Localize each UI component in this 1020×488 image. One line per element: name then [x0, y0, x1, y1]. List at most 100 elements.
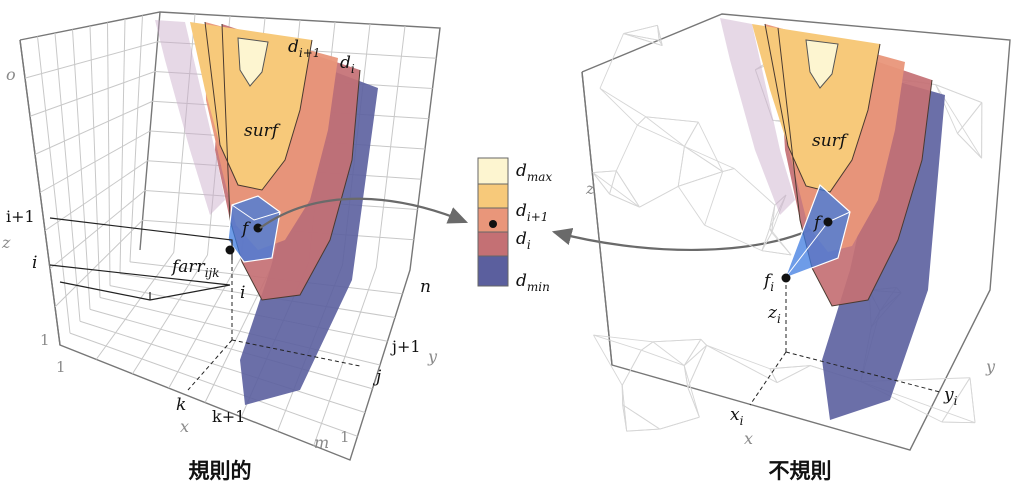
label-one-bottom: 1 — [340, 428, 350, 446]
mesh-edge — [652, 338, 701, 343]
mesh-edge — [677, 186, 705, 226]
label-n: n — [420, 277, 431, 297]
label-z-left: z — [1, 233, 11, 252]
grid-line — [119, 273, 396, 318]
left-level-surfaces — [155, 20, 378, 405]
label-yi: yi — [943, 385, 958, 408]
grid-line — [109, 285, 388, 342]
mesh-edge — [969, 377, 976, 423]
mesh-edge — [687, 387, 700, 418]
mesh-edge — [645, 116, 685, 147]
left-point-f — [253, 223, 263, 233]
label-x-right: x — [744, 429, 753, 448]
mesh-edge — [706, 344, 778, 384]
label-surf-right: surf — [812, 131, 849, 151]
mesh-edge — [704, 171, 724, 226]
mesh-edge — [593, 334, 623, 386]
label-fi: fi — [762, 271, 774, 294]
mesh-edge — [957, 102, 983, 134]
mesh-edge — [700, 339, 707, 346]
mesh-edge — [683, 339, 702, 366]
grid-line — [375, 25, 406, 268]
mesh-edge — [609, 193, 640, 208]
mesh-edge — [657, 25, 663, 46]
right-point-fi — [781, 273, 791, 283]
right-surface-surf — [752, 24, 880, 192]
mesh-edge — [599, 87, 647, 118]
mesh-edge — [687, 345, 708, 388]
grid-line — [119, 18, 126, 274]
mesh-edge — [941, 377, 971, 423]
legend-dot — [489, 220, 497, 228]
label-f-left: f — [240, 219, 251, 239]
label-i-small: i — [240, 283, 245, 303]
arrow-left-to-legend — [259, 197, 469, 229]
right-panel: surf z f fi zi xi x yi y 不規則 — [581, 13, 1011, 483]
right-projection-lines — [749, 278, 941, 406]
label-m: m — [314, 433, 329, 452]
mesh-edge — [684, 121, 699, 147]
mesh-edge — [771, 194, 787, 233]
legend-swatch-dmin — [477, 255, 509, 287]
caption-right: 不規則 — [769, 459, 832, 483]
mesh-edge — [678, 171, 723, 187]
mesh-edge — [771, 205, 776, 233]
legend-label-di1: di+1 — [516, 201, 548, 224]
mesh-edge — [592, 170, 617, 173]
grid-line — [49, 190, 146, 270]
grid-line — [129, 15, 143, 262]
label-o: o — [6, 65, 16, 84]
label-k1: k+1 — [212, 407, 245, 426]
mesh-edge — [639, 185, 679, 208]
mesh-edge — [592, 172, 640, 208]
mesh-edge — [733, 168, 776, 206]
right-contour-lines — [764, 23, 933, 307]
mesh-edge — [593, 334, 654, 343]
label-farr: farrijk — [170, 257, 220, 280]
mesh-edge — [761, 250, 792, 256]
mesh-edge — [761, 228, 771, 251]
left-projection-lines — [187, 260, 361, 391]
legend-label-dmax: dmax — [516, 161, 552, 184]
grid-line — [54, 219, 143, 308]
left-point-farr — [225, 245, 235, 255]
mesh-edge — [599, 33, 624, 89]
legend-swatch-yellow — [477, 183, 509, 209]
left-panel: o di+1 di surf i+1 z i f farrijk i n 1 1… — [1, 11, 441, 483]
mesh-edge — [652, 341, 685, 366]
mesh-edge — [683, 365, 700, 418]
mesh-edge — [626, 428, 660, 432]
mesh-edge — [697, 121, 724, 172]
mesh-edge — [684, 146, 723, 172]
grid-line — [313, 267, 377, 446]
label-one-left: 1 — [40, 331, 50, 349]
mesh-edge — [754, 69, 774, 121]
label-one-left2: 1 — [56, 358, 66, 376]
label-z-right: z — [585, 179, 595, 198]
mesh-edge — [957, 133, 982, 159]
label-i1-left: i+1 — [6, 207, 35, 226]
label-d-i: di — [340, 53, 355, 76]
mesh-edge — [935, 84, 958, 134]
left-faded-edge — [155, 20, 225, 215]
label-y-left: y — [427, 347, 438, 366]
mesh-edge — [722, 168, 735, 173]
mesh-edge — [637, 116, 647, 126]
right-faded-edge — [720, 18, 795, 215]
mesh-edge — [623, 24, 658, 35]
label-y-right: y — [985, 357, 996, 376]
mesh-edge — [776, 365, 811, 384]
mesh-edge — [592, 172, 610, 195]
label-f-right: f — [812, 213, 823, 233]
label-i-left: i — [32, 253, 37, 273]
mesh-edge — [769, 368, 778, 383]
legend-swatch-dmax — [477, 157, 509, 185]
label-xi: xi — [730, 405, 744, 428]
label-j1: j+1 — [390, 337, 421, 356]
label-k: k — [176, 395, 186, 415]
mesh-edge — [706, 344, 771, 370]
arrow-right-to-legend — [551, 221, 827, 252]
mesh-edge — [615, 124, 638, 172]
mesh-edge — [774, 194, 787, 206]
legend-label-di: di — [516, 229, 531, 252]
